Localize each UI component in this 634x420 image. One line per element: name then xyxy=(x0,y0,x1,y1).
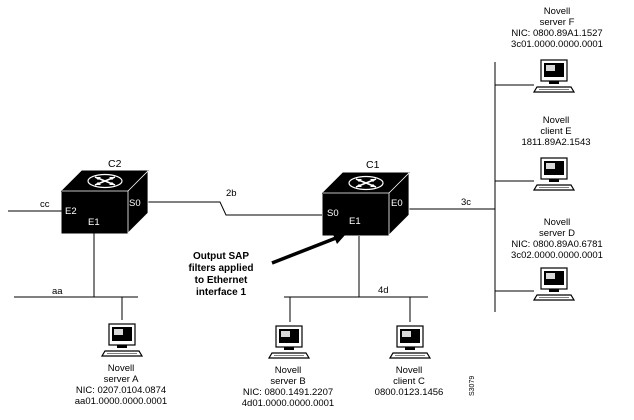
server-f-line-3: NIC: 0800.89A1.1527 xyxy=(511,28,602,39)
network-aa-label: aa xyxy=(52,286,63,297)
serial-link-2b xyxy=(148,201,322,216)
host-server-d: Novell server D NIC: 0800.89A0.6781 3c02… xyxy=(511,217,603,301)
router-c1-label: C1 xyxy=(366,159,380,171)
server-f-line-4: 3c01.0000.0000.0001 xyxy=(511,39,603,50)
c2-if-e1: E1 xyxy=(88,217,100,228)
network-2b-label: 2b xyxy=(226,188,237,199)
host-server-f: Novell server F NIC: 0800.89A1.1527 3c01… xyxy=(511,6,603,93)
annotation-line-1: Output SAP xyxy=(193,251,249,262)
server-d-line-1: Novell xyxy=(544,217,570,228)
client-c-computer-icon xyxy=(389,325,431,359)
server-a-line-1: Novell xyxy=(108,363,134,374)
network-3c-label: 3c xyxy=(461,197,471,208)
client-e-computer-icon xyxy=(533,157,575,191)
sap-filter-annotation: Output SAP filters applied to Ethernet i… xyxy=(188,232,346,298)
server-d-line-2: server D xyxy=(539,228,575,239)
server-f-line-1: Novell xyxy=(544,6,570,17)
client-e-line-2: client E xyxy=(540,126,571,137)
server-b-line-3: NIC: 0800.1491.2207 xyxy=(243,387,333,398)
host-server-b: Novell server B NIC: 0800.1491.2207 4d01… xyxy=(242,325,334,409)
client-c-line-3: 0800.0123.1456 xyxy=(375,387,444,398)
server-b-line-2: server B xyxy=(270,376,305,387)
c1-if-e0: E0 xyxy=(391,198,403,209)
server-f-line-2: server F xyxy=(540,17,575,28)
annotation-line-3: to Ethernet xyxy=(195,275,248,286)
c1-if-s0: S0 xyxy=(327,208,339,219)
client-e-line-1: Novell xyxy=(543,115,569,126)
annotation-line-2: filters applied xyxy=(188,263,253,274)
server-b-line-4: 4d01.0000.0000.0001 xyxy=(242,398,334,409)
client-c-line-2: client C xyxy=(393,376,425,387)
host-client-e: Novell client E 1811.89A2.1543 xyxy=(521,115,591,191)
server-a-computer-icon xyxy=(101,323,143,357)
server-d-line-4: 3c02.0000.0000.0001 xyxy=(511,250,603,261)
annotation-arrow xyxy=(271,236,337,265)
c2-if-s0: S0 xyxy=(129,198,141,209)
network-4d-label: 4d xyxy=(378,285,389,296)
server-d-computer-icon xyxy=(533,267,575,301)
server-a-line-3: NIC: 0207.0104.0874 xyxy=(76,385,166,396)
server-b-line-1: Novell xyxy=(275,365,301,376)
host-server-a: Novell server A NIC: 0207.0104.0874 aa01… xyxy=(75,323,167,407)
server-a-line-2: server A xyxy=(104,374,140,385)
server-d-line-3: NIC: 0800.89A0.6781 xyxy=(511,239,602,250)
c2-if-e2: E2 xyxy=(65,206,77,217)
annotation-arrowhead xyxy=(332,232,346,244)
client-c-line-1: Novell xyxy=(396,365,422,376)
host-client-c: Novell client C 0800.0123.1456 xyxy=(375,325,444,398)
c1-if-e1: E1 xyxy=(349,216,361,227)
router-c2-label: C2 xyxy=(108,158,122,170)
client-e-line-3: 1811.89A2.1543 xyxy=(521,137,590,148)
server-f-computer-icon xyxy=(533,59,575,93)
server-a-line-4: aa01.0000.0000.0001 xyxy=(75,396,167,407)
figure-id: S3079 xyxy=(469,376,476,396)
annotation-line-4: interface 1 xyxy=(196,287,246,298)
router-c2: C2 E2 E1 S0 xyxy=(61,158,149,234)
server-b-computer-icon xyxy=(268,325,310,359)
network-cc-label: cc xyxy=(40,199,50,210)
router-c1: C1 S0 E1 E0 xyxy=(322,159,410,236)
